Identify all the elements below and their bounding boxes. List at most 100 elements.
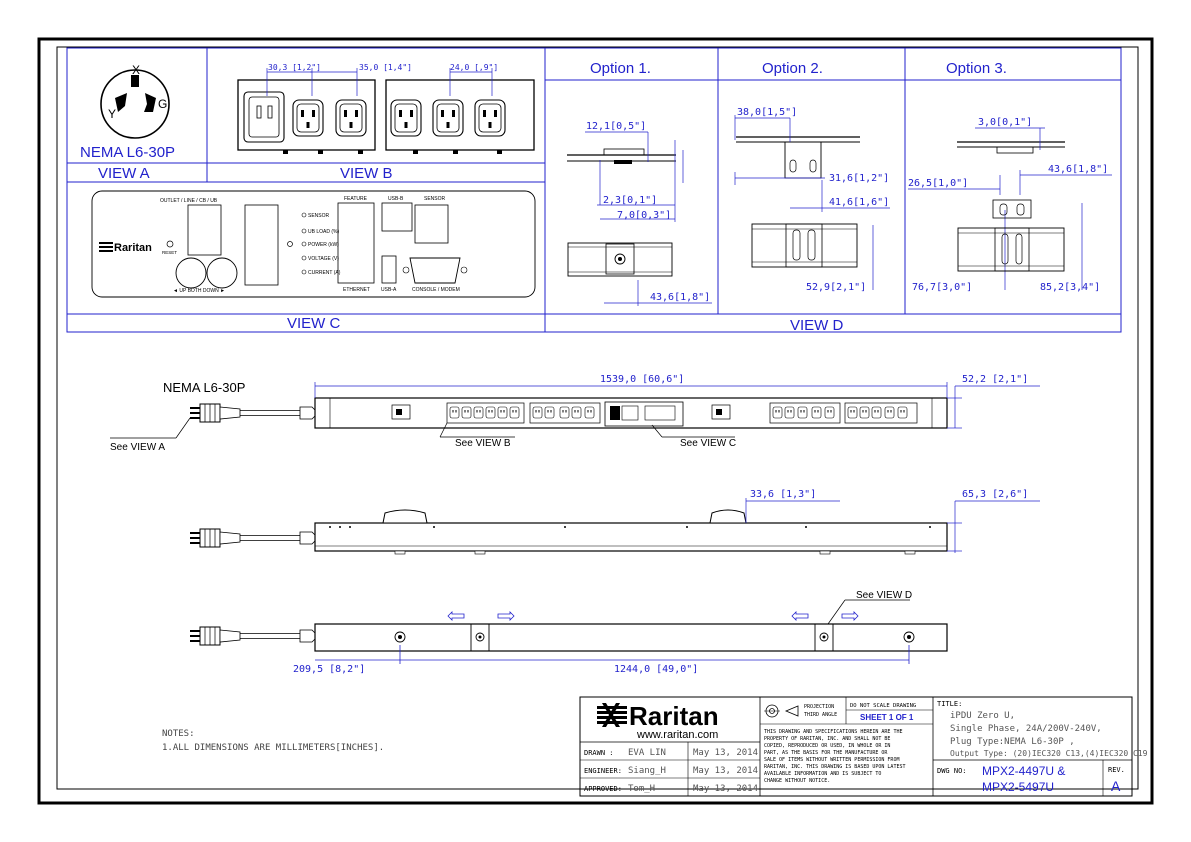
svg-text:May 13, 2014: May 13, 2014 [693,766,758,776]
c13-outlet [474,99,506,137]
outlet-header: OUTLET / LINE / CB / UB [160,198,218,204]
svg-text:DRAWN :: DRAWN : [584,749,614,757]
view-c: OUTLET / LINE / CB / UB Raritan RESET ◄ … [91,190,536,332]
view-a-title: VIEW A [98,165,150,182]
feature-label: FEATURE [344,196,368,202]
dim-label: 30,3 [1,2"] [268,63,321,72]
svg-text:43,6[1,8"]: 43,6[1,8"] [650,292,710,303]
svg-text:PROPERTY OF RARITAN, INC. AND: PROPERTY OF RARITAN, INC. AND SHALL NOT … [764,736,890,742]
revision: A [1111,778,1121,794]
view-b: 30,3 [1,2"] 35,0 [1,4"] 24,0 [,9"] VIEW … [237,63,535,182]
console-port [409,257,461,284]
svg-text:43,6[1,8"]: 43,6[1,8"] [1048,164,1108,175]
option-1-title: Option 1. [590,60,651,77]
svg-text:2,3[0,1"]: 2,3[0,1"] [603,195,657,206]
console-label: CONSOLE / MODEM [412,287,460,293]
title-block: Raritan www.raritan.com DRAWN : EVA LIN … [579,696,1148,797]
bottom-dim-1: 209,5 [8,2"] [293,664,365,675]
svg-text:EVA LIN: EVA LIN [628,748,666,758]
drawing-title: iPDU Zero U, Single Phase, 24A/200V-240V… [950,711,1148,758]
bottom-dim-2: 1244,0 [49,0"] [614,664,698,675]
svg-text:UB LOAD (%): UB LOAD (%) [308,229,339,235]
view-d-title: VIEW D [790,317,844,334]
view-b-title: VIEW B [340,165,393,182]
side-dim-2: 65,3 [2,6"] [962,489,1028,500]
svg-text:85,2[3,4"]: 85,2[3,4"] [1040,282,1100,293]
c13-outlet [292,99,324,137]
disclaimer: THIS DRAWING AND SPECIFICATIONS HEREIN A… [764,729,905,784]
svg-text:7,0[0,3"]: 7,0[0,3"] [617,210,671,221]
svg-text:26,5[1,0"]: 26,5[1,0"] [908,178,968,189]
see-view-d: See VIEW D [856,590,912,601]
dwg-number-2: MPX2-5497U [982,780,1054,794]
projection-symbol [764,704,799,718]
pin-y-label: Y [108,107,116,121]
title-label: TITLE: [937,700,962,708]
pdu-side-view: 33,6 [1,3"] 65,3 [2,6"] [189,489,1040,555]
do-not-scale: DO NOT SCALE DRAWING [850,703,916,709]
svg-text:3,0[0,1"]: 3,0[0,1"] [978,117,1032,128]
nema-plug-face [100,69,170,139]
see-view-b: See VIEW B [455,438,511,449]
svg-text:52,9[2,1"]: 52,9[2,1"] [806,282,866,293]
svg-text:May 13, 2014: May 13, 2014 [693,748,758,758]
option-3-title: Option 3. [946,60,1007,77]
view-a: X G Y NEMA L6-30P VIEW A [80,63,175,182]
svg-text:41,6[1,6"]: 41,6[1,6"] [829,197,889,208]
view-grid [66,47,1122,333]
dim-label: 35,0 [1,4"] [359,63,412,72]
raritan-url: www.raritan.com [636,729,718,741]
svg-text:31,6[1,2"]: 31,6[1,2"] [829,173,889,184]
up-button [175,257,207,289]
svg-text:Tom_H: Tom_H [628,784,655,794]
see-view-c: See VIEW C [680,438,736,449]
view-c-title: VIEW C [287,315,341,332]
c13-outlet [432,99,464,137]
sheet-number: SHEET 1 OF 1 [860,713,914,722]
svg-text:Raritan: Raritan [114,242,152,254]
option-2-bracket: 38,0[1,5"] 31,6[1,2"] 41,6[1,6"] 52,9[2,… [734,107,890,293]
svg-text:SALE OF ITEMS WITHOUT WRITTEN: SALE OF ITEMS WITHOUT WRITTEN PERMISSION… [764,757,899,763]
led-list: SENSOR UB LOAD (%) POWER (kW) VOLTAGE (V… [301,212,341,276]
svg-text:38,0[1,5"]: 38,0[1,5"] [737,107,797,118]
svg-text:Siang_H: Siang_H [628,766,666,776]
length-dim: 1539,0 [60,6"] [600,374,684,385]
rev-label: REV. [1108,766,1125,774]
pin-g-label: G [158,97,167,111]
dwg-label: DWG NO: [937,767,967,775]
pdu-plug-name: NEMA L6-30P [163,380,245,395]
svg-text:ENGINEER:: ENGINEER: [584,767,622,775]
svg-text:76,7[3,0"]: 76,7[3,0"] [912,282,972,293]
view-a-plug-name: NEMA L6-30P [80,144,175,161]
sensor-label: SENSOR [424,196,446,202]
c13-outlet [335,99,367,137]
svg-text:APPROVED:: APPROVED: [584,785,622,793]
raritan-wordmark: Raritan [629,701,719,731]
svg-text:SENSOR: SENSOR [308,213,330,219]
reset-label: RESET [162,250,177,255]
pdu-bottom-view: 209,5 [8,2"] 1244,0 [49,0"] See VIEW D [189,590,948,675]
c19-outlet [243,91,285,143]
option-3-bracket: 3,0[0,1"] 26,5[1,0"] 43,6[1,8"] 76,7[3,0… [908,117,1112,293]
dwg-number-1: MPX2-4497U & [982,764,1065,778]
usb-a-label: USB-A [381,287,397,293]
svg-text:12,1[0,5"]: 12,1[0,5"] [586,121,646,132]
svg-text:Single Phase, 24A/200V-240V,: Single Phase, 24A/200V-240V, [950,724,1102,734]
down-button [206,257,238,289]
see-view-a: See VIEW A [110,442,165,453]
svg-text:THIS DRAWING AND SPECIFICATION: THIS DRAWING AND SPECIFICATIONS HEREIN A… [764,729,902,735]
svg-text:May 13, 2014: May 13, 2014 [693,784,758,794]
nav-buttons-label: ◄ UP BOTH DOWN ► [173,288,225,294]
svg-text:RARITAN, INC. THIS DRAWING IS: RARITAN, INC. THIS DRAWING IS BASED UPON… [764,764,905,770]
option-2-title: Option 2. [762,60,823,77]
pdu-front-view: NEMA L6-30P 1539,0 [60,6"] 52,2 [2,1"] S… [110,374,1040,453]
c13-outlet [390,99,422,137]
pin-x-label: X [132,63,140,77]
svg-text:PART, AS THE BASIS FOR THE MAN: PART, AS THE BASIS FOR THE MANUFACTURE O… [764,750,888,756]
raritan-logo-small: Raritan [99,242,152,254]
raritan-logo: Raritan [597,701,719,731]
side-dim-1: 33,6 [1,3"] [750,489,816,500]
svg-text:CHANGE WITHOUT NOTICE.: CHANGE WITHOUT NOTICE. [764,778,830,784]
svg-text:THIRD ANGLE: THIRD ANGLE [804,712,837,718]
